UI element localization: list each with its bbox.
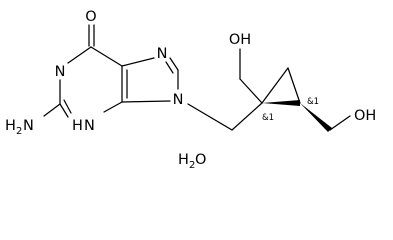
- atom-n1: N: [55, 64, 66, 80]
- bond-c2-nh2: [43, 103, 61, 117]
- bond-c6-c5: [90, 46, 123, 67]
- atom-n9: N: [173, 92, 184, 108]
- bond-n3-c4: [103, 101, 123, 113]
- hydrate-subscript: 2: [189, 160, 195, 171]
- atom-oh-upper: OH: [229, 32, 251, 48]
- atom-o-carbonyl: O: [85, 9, 96, 25]
- stereo-label-quaternary: &1: [262, 113, 274, 123]
- atom-amine-subscript: 2: [16, 126, 22, 137]
- stereo-label-methine: &1: [307, 97, 319, 107]
- wedge-cq-ch: [262, 100, 300, 106]
- bond-ch2-cq: [231, 102, 263, 131]
- chemical-structure: O N N H 2 N H N N OH OH &1 &1 H 2 O: [5, 9, 376, 171]
- bond-c5-n7: [121, 57, 155, 67]
- bond-n7-c8-a: [169, 57, 179, 71]
- bond-cyclo-top-ch: [287, 67, 301, 104]
- bond-c2-n3-double-a: [59, 103, 69, 118]
- atom-amine-h: H: [5, 118, 16, 134]
- bond-n7-c8-b: [165, 61, 174, 74]
- atom-oh-lower: OH: [354, 108, 376, 124]
- atom-n3-n: N: [84, 118, 95, 134]
- atom-n7: N: [157, 46, 168, 62]
- bond-n9-ch2: [187, 103, 233, 131]
- bond-c2-n3-double-b: [63, 99, 72, 114]
- bond-cq-cyclo-top: [261, 67, 289, 104]
- hydrate-o: O: [195, 152, 206, 168]
- bond-c6-n1: [67, 46, 92, 64]
- wedge-ch-ch2oh: [300, 103, 332, 132]
- atom-amine-n: N: [23, 118, 34, 134]
- bond-cq-ch2oh: [239, 78, 263, 104]
- atom-n3-h: H: [72, 118, 83, 134]
- hydrate-h: H: [178, 152, 189, 168]
- bond-ch2-oh-lower: [329, 115, 351, 131]
- molecule-drawing: O N N H 2 N H N N OH OH &1 &1 H 2 O: [5, 9, 376, 171]
- bond-n9-c4: [121, 100, 171, 103]
